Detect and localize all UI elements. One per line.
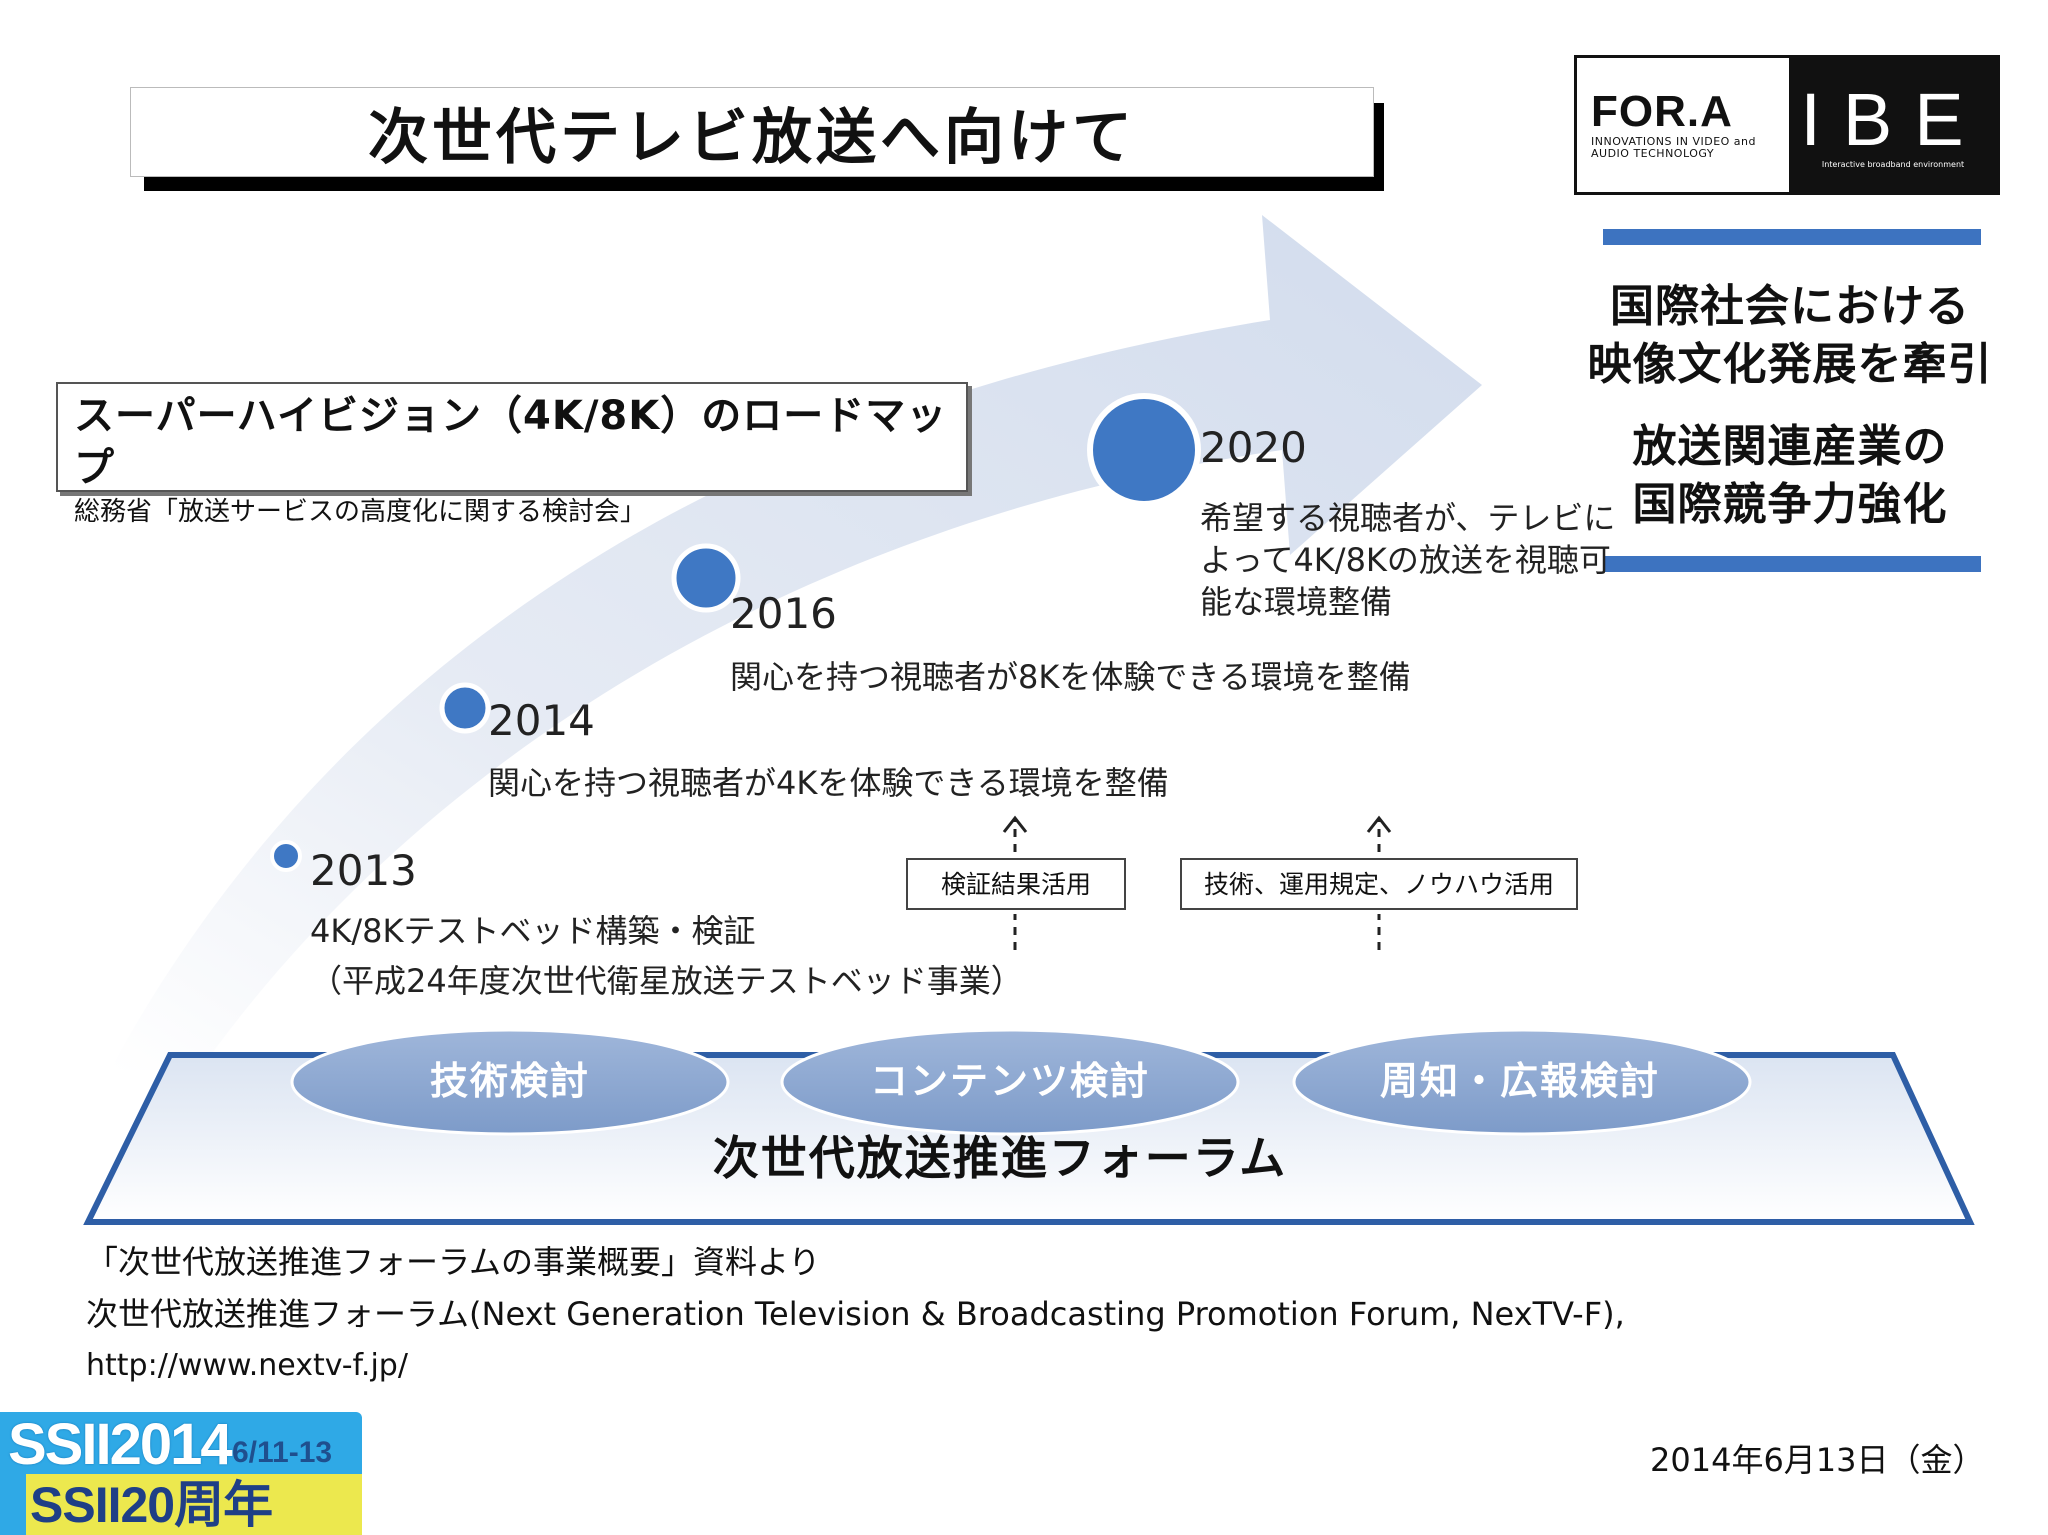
dot-2014	[439, 682, 491, 734]
goal-1: 国際社会における 映像文化発展を牽引	[1570, 278, 2010, 394]
goal-bar-bottom	[1603, 556, 1981, 572]
roadmap-label: スーパーハイビジョン（4K/8K）のロードマップ 総務省「放送サービスの高度化に…	[56, 382, 968, 527]
fora-logo-name: FOR.A	[1591, 87, 1733, 136]
source-url: http://www.nextv-f.jp/	[86, 1348, 408, 1383]
goal-2: 放送関連産業の 国際競争力強化	[1570, 418, 2010, 534]
feedback-arrows	[1002, 815, 1392, 950]
dot-2020	[1087, 393, 1201, 507]
roadmap-subtitle: 総務省「放送サービスの高度化に関する検討会」	[74, 497, 647, 527]
badge-anniversary: SSII20周年	[30, 1477, 273, 1533]
goal-1-line-1: 国際社会における	[1610, 281, 1970, 332]
page-title: 次世代テレビ放送へ向けて	[130, 87, 1374, 177]
milestone-2014-year: 2014	[488, 696, 595, 745]
oval-pr-bg	[1292, 1028, 1752, 1136]
company-logo: FOR.A INNOVATIONS IN VIDEO and AUDIO TEC…	[1574, 55, 2000, 195]
ibe-logo-tagline: Interactive broadband environment	[1821, 159, 1965, 169]
ibe-logo: IBE Interactive broadband environment	[1789, 58, 1997, 192]
ibe-logo-name: IBE	[1800, 77, 1986, 161]
oval-content-bg	[780, 1028, 1240, 1136]
verification-results-tag: 検証結果活用	[906, 858, 1126, 910]
badge-yellow-band	[26, 1474, 362, 1535]
milestone-2014-desc: 関心を持つ視聴者が4Kを体験できる環境を整備	[488, 764, 1169, 802]
milestone-2013-year: 2013	[310, 846, 417, 895]
presentation-date: 2014年6月13日（金）	[1650, 1441, 1985, 1479]
oval-content-study: コンテンツ検討	[869, 1059, 1150, 1103]
source-line-2: 次世代放送推進フォーラム(Next Generation Television …	[86, 1295, 1625, 1333]
technology-knowhow-tag: 技術、運用規定、ノウハウ活用	[1180, 858, 1578, 910]
ssii-badge: SSII2014 6/11-13 SSII20周年	[0, 1412, 362, 1535]
milestone-2013-desc: 4K/8Kテストベッド構築・検証	[310, 912, 756, 950]
oval-publicity-study: 周知・広報検討	[1379, 1059, 1660, 1103]
goal-2-line-1: 放送関連産業の	[1632, 421, 1948, 472]
roadmap-title: スーパーハイビジョン（4K/8K）のロードマップ	[74, 393, 948, 491]
badge-dates: 6/11-13	[232, 1436, 333, 1469]
milestone-2020-desc: 希望する視聴者が、テレビによって4K/8Kの放送を視聴可能な環境整備	[1200, 499, 1616, 621]
goal-1-line-2: 映像文化発展を牽引	[1587, 339, 1993, 390]
dot-2016	[671, 543, 741, 613]
milestone-2020-year: 2020	[1200, 423, 1307, 472]
goal-2-line-2: 国際競争力強化	[1632, 479, 1948, 530]
forum-name: 次世代放送推進フォーラム	[712, 1131, 1288, 1185]
badge-event-name: SSII2014	[8, 1412, 233, 1477]
dot-2013	[270, 840, 302, 872]
oval-technical-study: 技術検討	[429, 1059, 590, 1103]
milestone-2013-note: （平成24年度次世代衛星放送テストベッド事業）	[310, 962, 1023, 1000]
source-line-1: 「次世代放送推進フォーラムの事業概要」資料より	[86, 1243, 821, 1281]
milestone-2016-year: 2016	[730, 589, 837, 638]
fora-logo: FOR.A INNOVATIONS IN VIDEO and AUDIO TEC…	[1577, 58, 1789, 192]
goal-bar-top	[1603, 229, 1981, 245]
fora-logo-tagline: INNOVATIONS IN VIDEO and AUDIO TECHNOLOG…	[1591, 135, 1756, 160]
oval-tech-bg	[290, 1028, 730, 1136]
milestone-2016-desc: 関心を持つ視聴者が8Kを体験できる環境を整備	[730, 658, 1411, 696]
